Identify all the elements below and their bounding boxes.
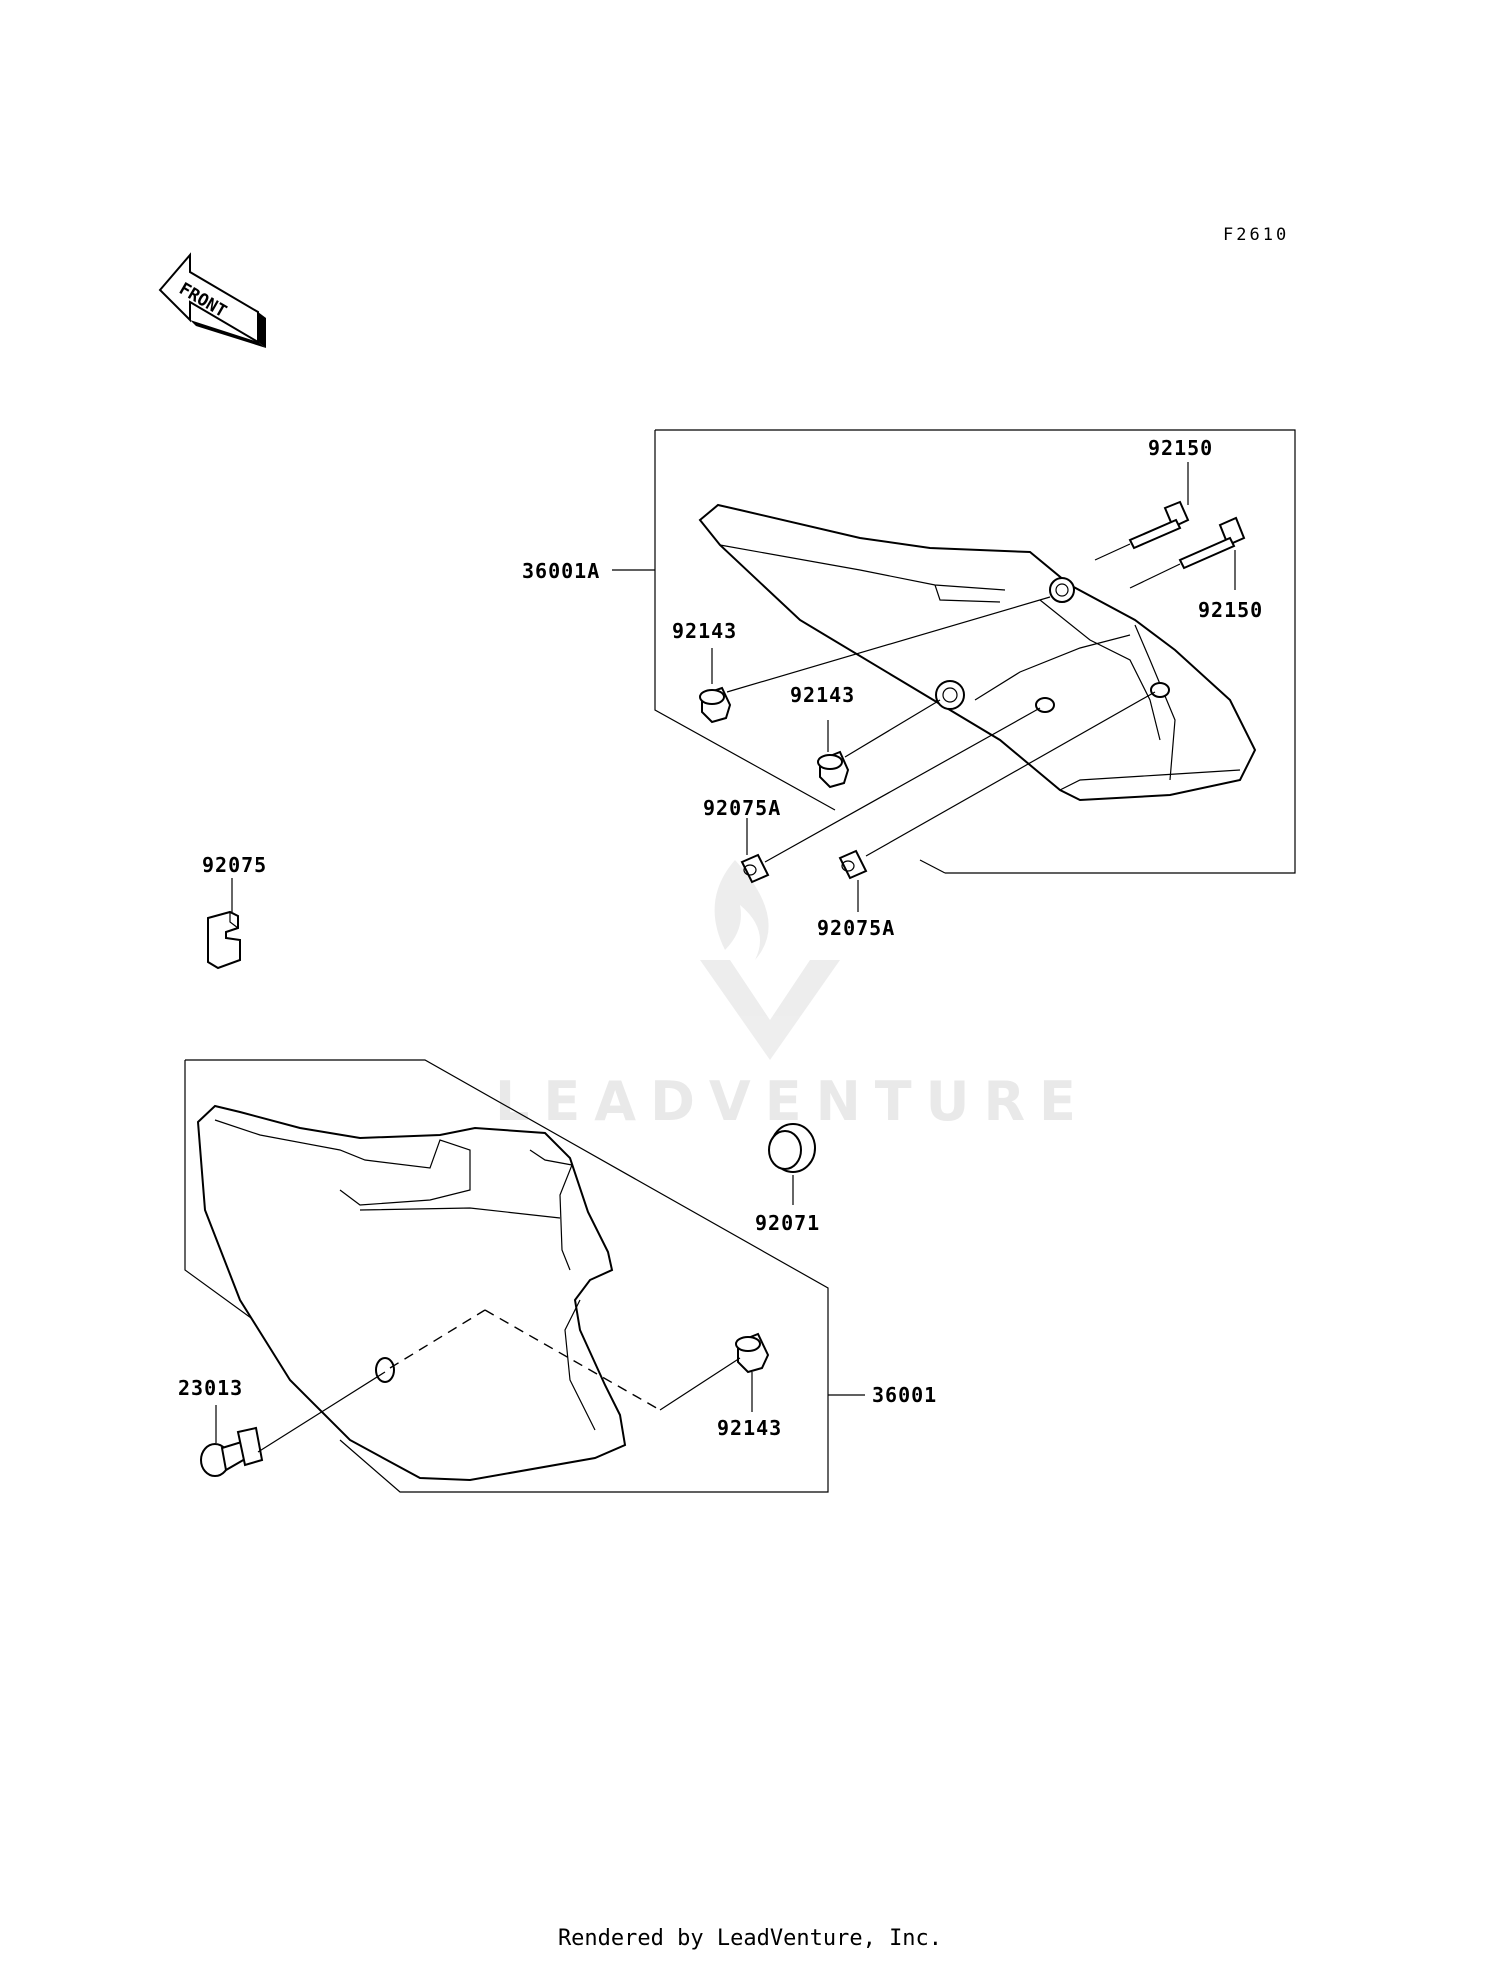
front-arrow-icon: FRONT	[158, 252, 266, 348]
spacer-92075A-b	[838, 849, 868, 880]
diagram-code: F2610	[1223, 225, 1289, 245]
spacer-92075A-a	[740, 853, 770, 884]
callout-92143-a: 92143	[672, 619, 737, 643]
bolt-92150-a	[1094, 500, 1190, 561]
group-frame-36001	[185, 1059, 829, 1493]
callout-92075A-a: 92075A	[703, 796, 781, 820]
callout-92071: 92071	[755, 1211, 820, 1235]
collar-92143-a	[699, 686, 732, 724]
fastener-23013	[200, 1426, 264, 1477]
callout-92150-b: 92150	[1198, 598, 1263, 622]
side-cover-36001A	[698, 503, 1257, 802]
grommet-92071	[768, 1123, 816, 1173]
callout-36001A: 36001A	[522, 559, 600, 583]
callout-92150-a: 92150	[1148, 436, 1213, 460]
callout-92075A-b: 92075A	[817, 916, 895, 940]
callout-23013: 23013	[178, 1376, 243, 1400]
clip-92075	[207, 910, 241, 970]
side-cover-36001	[196, 1104, 627, 1482]
group-frame-36001A	[655, 429, 1296, 874]
bolt-92150-b	[1129, 516, 1246, 589]
callout-36001: 36001	[872, 1383, 937, 1407]
footer-credit: Rendered by LeadVenture, Inc.	[557, 1926, 943, 1951]
callout-92143-b: 92143	[790, 683, 855, 707]
callout-92075: 92075	[202, 853, 267, 877]
collar-92143-b	[817, 750, 850, 789]
watermark-logo	[700, 860, 840, 1060]
callout-92143-c: 92143	[717, 1416, 782, 1440]
watermark-text: LEADVENTURE	[495, 1070, 1090, 1133]
collar-92143-c	[735, 1332, 770, 1374]
